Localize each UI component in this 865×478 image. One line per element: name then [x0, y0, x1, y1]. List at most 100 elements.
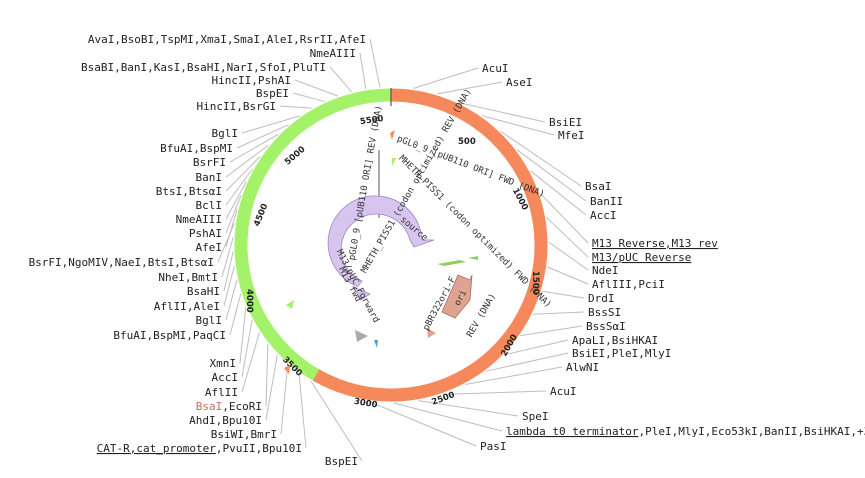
enzyme-label[interactable]: BsiEI — [549, 116, 582, 129]
enzyme-label[interactable]: PshAI — [189, 227, 222, 240]
leader-line — [229, 293, 242, 336]
leader-line — [225, 168, 253, 206]
leader-line — [292, 92, 325, 103]
enzyme-label[interactable]: BssSαI — [586, 320, 626, 333]
leader-line — [412, 67, 479, 90]
leader-line — [481, 115, 555, 136]
enzyme-label[interactable]: NdeI — [592, 264, 619, 277]
leader-line — [294, 79, 339, 97]
leader-line — [504, 339, 569, 356]
tick-3000: 3000 — [353, 397, 378, 411]
enzyme-label[interactable]: HincII,PshAI — [212, 74, 291, 87]
enzyme-label[interactable]: SpeI — [522, 410, 549, 423]
leader-line — [239, 307, 247, 364]
enzyme-label[interactable]: AcuI — [482, 62, 509, 75]
leader-line — [485, 352, 569, 372]
leader-line — [241, 320, 253, 378]
backbone-segment-green[interactable] — [234, 88, 391, 381]
enzyme-label[interactable]: BsaI,EcoRI — [196, 400, 262, 413]
feature-marker[interactable] — [427, 328, 436, 338]
ori-feature[interactable] — [441, 274, 473, 319]
feature-marker[interactable] — [355, 330, 368, 342]
enzyme-label[interactable]: NmeAIII — [310, 47, 356, 60]
enzyme-label[interactable]: BsiWI,BmrI — [211, 428, 277, 441]
enzyme-label[interactable]: BfuAI,BspMI,PaqCI — [113, 329, 226, 342]
enzyme-label[interactable]: AlwNI — [566, 361, 599, 374]
leader-line — [223, 251, 234, 292]
feature-marker[interactable] — [468, 256, 478, 260]
feature-marker[interactable] — [286, 300, 294, 309]
feature-marker[interactable] — [390, 130, 395, 140]
enzyme-label[interactable]: BsaBI,BanI,KasI,BsaHI,NarI,SfoI,PluTI — [81, 61, 326, 74]
enzyme-label[interactable]: NheI,BmtI — [158, 271, 218, 284]
feature-marker[interactable] — [284, 365, 290, 374]
enzyme-label[interactable]: BclI — [196, 199, 223, 212]
tick-500: 500 — [458, 137, 476, 147]
enzyme-label[interactable]: AfeI — [196, 241, 223, 254]
leader-line — [241, 332, 260, 393]
leader-line — [225, 156, 261, 192]
leader-line — [241, 115, 301, 134]
leader-line — [217, 222, 235, 263]
enzyme-label[interactable]: BsrFI,NgoMIV,NaeI,BtsI,BtsαI — [29, 256, 214, 269]
leader-line — [225, 208, 238, 248]
enzyme-label[interactable]: AccI — [590, 209, 617, 222]
leader-line — [368, 401, 477, 447]
leader-line — [418, 400, 519, 417]
leader-line — [225, 144, 269, 178]
enzyme-label[interactable]: MfeI — [558, 129, 585, 142]
leader-line — [540, 193, 589, 244]
enzyme-label[interactable]: CAT-R,cat_promoter,PvuII,Bpu10I — [97, 442, 302, 455]
backbone-segment-orange[interactable] — [312, 88, 548, 402]
enzyme-label[interactable]: ApaLI,BsiHKAI — [572, 334, 658, 347]
enzyme-label[interactable]: BanI — [196, 171, 223, 184]
enzyme-label[interactable]: BglI — [196, 314, 223, 327]
leader-line — [329, 66, 353, 93]
enzyme-label[interactable]: PasI — [480, 440, 507, 453]
enzyme-label[interactable]: DrdI — [588, 292, 615, 305]
tick-1500: 1500 — [530, 271, 540, 295]
leader-line — [516, 149, 587, 202]
enzyme-label[interactable]: BtsI,BtsαI — [156, 185, 222, 198]
leader-line — [279, 105, 313, 109]
enzyme-label[interactable]: AcuI — [550, 385, 577, 398]
enzyme-label[interactable]: lambda t0 terminator,PleI,MlyI,Eco53kI,B… — [506, 425, 865, 438]
enzyme-label[interactable]: HincII,BsrGI — [197, 100, 276, 113]
enzyme-label[interactable]: BfuAI,BspMI — [160, 142, 233, 155]
leader-line — [520, 325, 583, 337]
feature-marker[interactable] — [437, 260, 466, 266]
tick-4000: 4000 — [244, 289, 254, 313]
feature-marker[interactable] — [374, 340, 378, 348]
enzyme-label[interactable]: AccI — [212, 371, 239, 384]
enzyme-label[interactable]: BsaHI — [187, 285, 220, 298]
enzyme-label[interactable]: BsrFI — [193, 156, 226, 169]
leader-line — [547, 266, 589, 285]
enzyme-label[interactable]: BglI — [212, 127, 239, 140]
enzyme-label[interactable]: AseI — [506, 76, 533, 89]
leader-line — [310, 381, 363, 462]
feature-marker[interactable] — [392, 158, 396, 166]
leader-line — [223, 265, 235, 307]
enzyme-label[interactable]: BsaI — [585, 180, 612, 193]
enzyme-label[interactable]: AflII — [205, 386, 238, 399]
enzyme-label[interactable]: AhdI,Bpu10I — [189, 414, 262, 427]
enzyme-label[interactable]: BspEI — [256, 87, 289, 100]
tick-5500: 5500 — [359, 114, 384, 127]
enzyme-label[interactable]: BssSI — [588, 306, 621, 319]
enzyme-label[interactable]: BsiEI,PleI,MlyI — [572, 347, 671, 360]
enzyme-label[interactable]: AflII,AleI — [154, 300, 220, 313]
enzyme-label[interactable]: NmeAIII — [176, 213, 222, 226]
source-feature[interactable] — [327, 195, 435, 287]
enzyme-label[interactable]: M13/pUC Reverse — [592, 251, 691, 264]
enzyme-label[interactable]: XmnI — [210, 357, 237, 370]
enzyme-label[interactable]: BanII — [590, 195, 623, 208]
leader-line — [460, 102, 546, 123]
leader-line — [298, 373, 307, 449]
enzyme-label[interactable]: M13 Reverse,M13 rev — [592, 237, 718, 250]
enzyme-label[interactable]: BspEI — [325, 455, 358, 468]
enzyme-label[interactable]: AflIII,PciI — [592, 278, 665, 291]
leader-line — [393, 402, 503, 432]
leader-line — [280, 364, 289, 435]
enzyme-label[interactable]: AvaI,BsoBI,TspMI,XmaI,SmaI,AleI,RsrII,Af… — [88, 33, 366, 46]
